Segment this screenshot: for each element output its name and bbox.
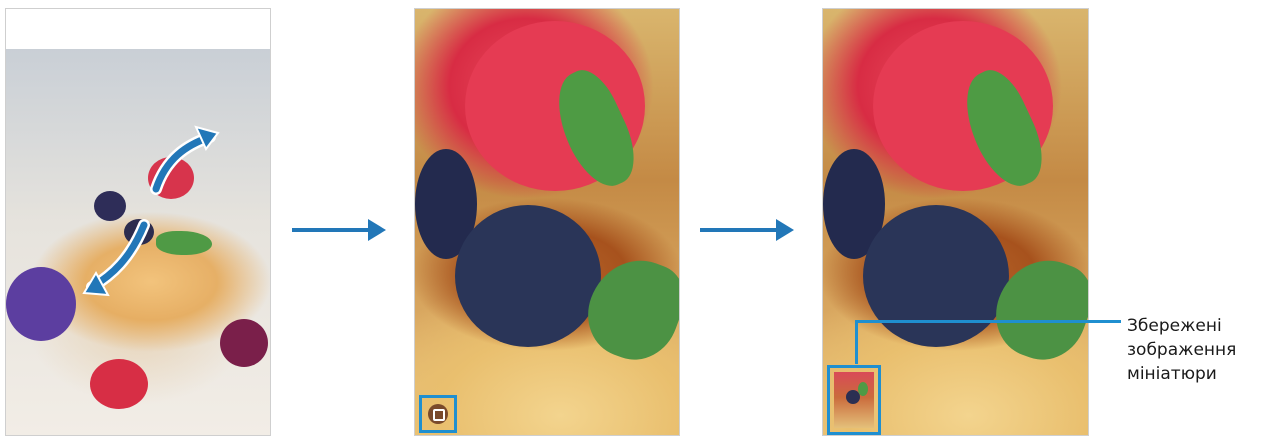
status-bar	[6, 9, 270, 49]
callout-line	[855, 320, 1121, 323]
callout-label: Збережені зображення мініатюри	[1127, 314, 1277, 386]
thumbnail-highlight-frame	[827, 365, 881, 435]
blueberry	[455, 205, 601, 347]
capture-highlight-frame	[419, 395, 457, 433]
callout-line	[855, 320, 858, 364]
next-step-arrow	[700, 228, 780, 232]
phone-screen-2	[414, 8, 680, 436]
screenshot-capture-icon[interactable]	[428, 404, 448, 424]
blueberry	[863, 205, 1009, 347]
pancake-photo[interactable]	[6, 49, 270, 436]
saved-thumbnail-icon[interactable]	[834, 372, 874, 428]
next-step-arrow	[292, 228, 372, 232]
zoomed-photo[interactable]	[415, 9, 679, 436]
spread-gesture-icon	[6, 49, 271, 436]
phone-screen-3	[822, 8, 1089, 436]
phone-screen-1	[5, 8, 271, 436]
